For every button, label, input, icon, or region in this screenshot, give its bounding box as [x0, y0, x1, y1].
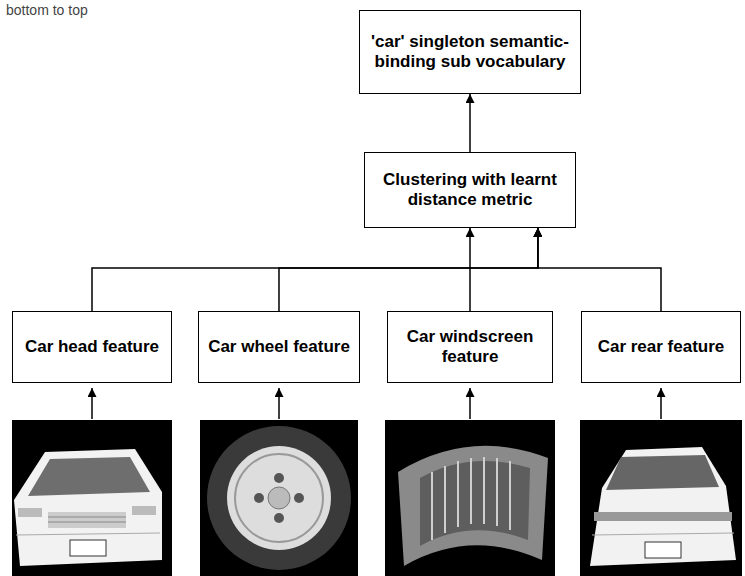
- bumper-line: [16, 533, 160, 535]
- photo-ground: [200, 420, 358, 576]
- windscreen-reflection: [420, 461, 530, 546]
- wheel-nut: [274, 473, 284, 483]
- tyre: [207, 426, 351, 570]
- licence-plate: [70, 540, 106, 556]
- car-grille: [48, 512, 126, 528]
- rear-window: [606, 455, 719, 490]
- bumper-line: [592, 533, 734, 535]
- car-windshield: [28, 457, 150, 496]
- car-rear-photo: [580, 420, 742, 576]
- car-windscreen-photo: [385, 420, 555, 576]
- car-body: [14, 449, 162, 566]
- wheel-nut: [294, 493, 304, 503]
- windscreen: [398, 446, 548, 566]
- box-label: Car rear feature: [598, 337, 725, 357]
- photo-arrow: [91, 388, 93, 419]
- wheel-nut: [274, 513, 284, 523]
- box-label: 'car' singleton semantic-binding sub voc…: [368, 32, 572, 73]
- photo-ground: [580, 420, 742, 576]
- photo-ground: [12, 420, 172, 576]
- hubcap-ring: [235, 454, 323, 542]
- box-label: Car head feature: [25, 337, 159, 357]
- process-box: Car wheel feature: [198, 311, 360, 383]
- flow-arrow: [469, 228, 471, 311]
- car-body: [590, 447, 736, 566]
- photo-arrow: [469, 388, 471, 419]
- flow-arrow: [469, 94, 471, 152]
- process-box: Clustering with learnt distance metric: [364, 152, 576, 228]
- photo-ground: [385, 420, 555, 576]
- hubcap: [227, 446, 331, 550]
- process-box: Car windscreen feature: [387, 311, 553, 383]
- flow-arrow: [538, 228, 661, 311]
- flow-arrow: [92, 228, 538, 311]
- licence-plate: [645, 542, 681, 558]
- photo-arrow: [278, 388, 280, 419]
- tail-lights: [594, 512, 732, 521]
- car-head-photo: [12, 420, 172, 576]
- photo-arrow: [660, 388, 662, 419]
- grille-line: [48, 522, 126, 523]
- corner-note: bottom to top: [6, 2, 88, 18]
- reflection-stripes: [432, 457, 510, 540]
- box-label: Car wheel feature: [208, 337, 350, 357]
- grille-line: [48, 517, 126, 518]
- hub-centre: [268, 487, 290, 509]
- photo-arrows: [92, 388, 661, 419]
- car-headlight: [18, 508, 42, 517]
- car-wheel-photo: [200, 420, 358, 576]
- box-label: Car windscreen feature: [396, 327, 544, 368]
- process-box: Car head feature: [12, 311, 172, 383]
- wheel-nut: [254, 493, 264, 503]
- flow-arrow: [279, 228, 538, 311]
- box-label: Clustering with learnt distance metric: [373, 170, 567, 211]
- car-headlight: [132, 506, 156, 515]
- process-box: 'car' singleton semantic-binding sub voc…: [359, 10, 581, 94]
- process-box: Car rear feature: [581, 311, 741, 383]
